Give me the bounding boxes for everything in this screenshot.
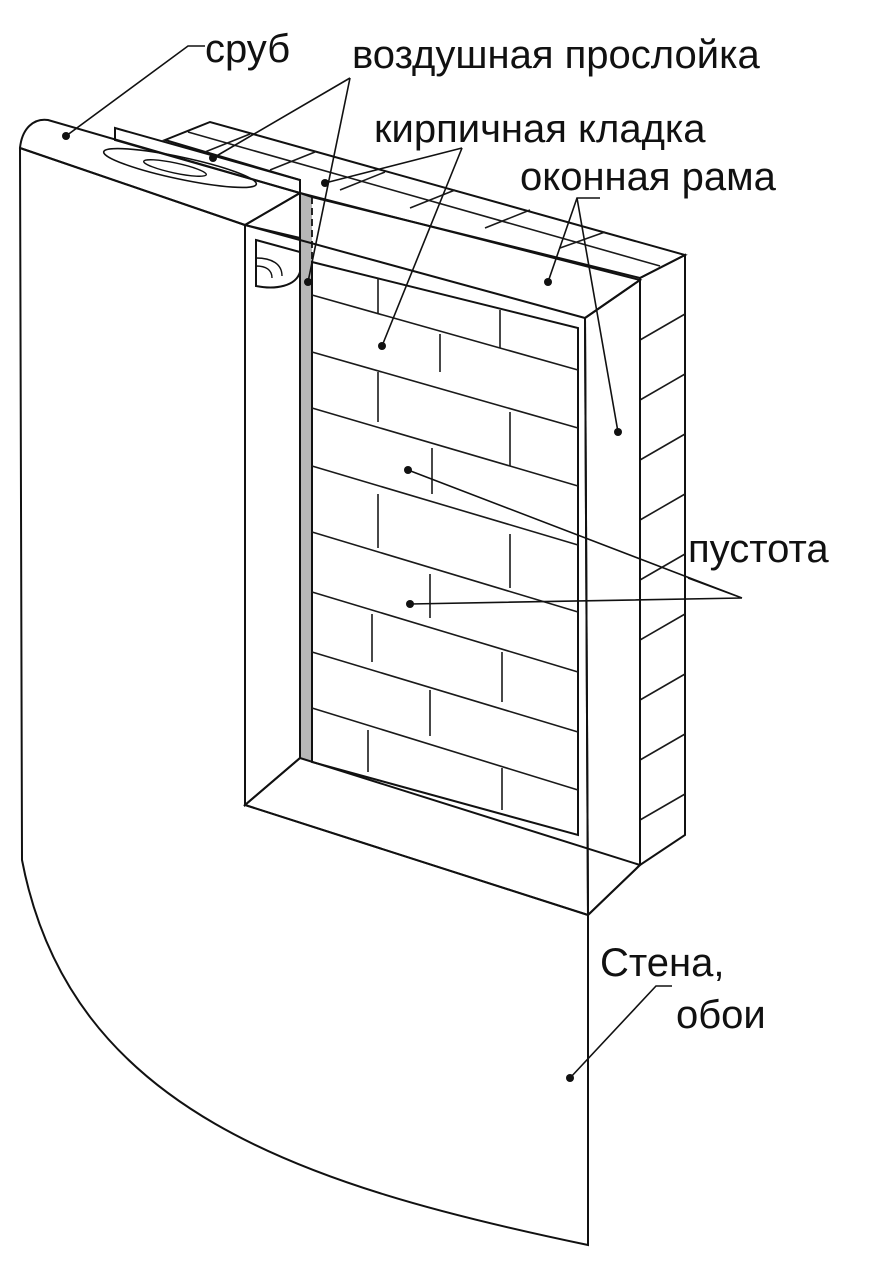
inner-brick-wall: [311, 260, 579, 837]
leader-brickwork-2: [381, 147, 463, 347]
leader-brickwork-1-dot: [321, 179, 329, 187]
leader-log-frame-dot: [62, 132, 70, 140]
leader-air-gap-1-dot: [209, 154, 217, 162]
leader-window-frame-dot-2: [614, 428, 622, 436]
leader-window-frame-dot-1: [544, 278, 552, 286]
leader-air-gap-2: [307, 77, 351, 283]
leader-window-frame: [547, 197, 619, 433]
brick-wall-side-mortar: [639, 313, 686, 821]
leader-brickwork-2-dot: [378, 342, 386, 350]
leader-air-gap-1: [212, 77, 351, 159]
label-window-frame: оконная рама: [520, 155, 777, 199]
log-frame-top: [18, 118, 301, 240]
log-ring-inner: [142, 159, 208, 177]
leader-wall-dot: [566, 1074, 574, 1082]
inner-brick-mortar: [311, 278, 579, 810]
log-end-rings: [255, 257, 283, 279]
leader-void-dot-2: [406, 600, 414, 608]
leader-brickwork-1: [324, 147, 463, 184]
brick-wall-top-mortar: [187, 131, 661, 267]
label-wall-line1: Стена,: [600, 941, 724, 985]
air-gap-vertical: [300, 193, 312, 762]
log-ring-outer: [102, 147, 258, 189]
label-air-gap: воздушная прослойка: [352, 33, 761, 77]
window-frame-right-jamb: [583, 278, 641, 918]
log-end-corner: [255, 238, 301, 289]
label-brickwork: кирпичная кладка: [374, 107, 706, 151]
leader-log-frame: [65, 45, 205, 137]
wall-wallpaper: [18, 146, 589, 1247]
label-void: пустота: [688, 527, 829, 571]
window-frame-sill: [242, 756, 642, 917]
leader-wall: [569, 985, 672, 1079]
window-frame-inner-edge: [584, 317, 589, 916]
label-log-frame: сруб: [205, 27, 290, 71]
leader-void: [407, 469, 743, 605]
leader-void-dot-1: [404, 466, 412, 474]
window-frame-left-jamb: [244, 191, 301, 808]
leader-air-gap-2-dot: [304, 278, 312, 286]
label-wall-line2: обои: [676, 993, 766, 1037]
brick-wall-side: [639, 253, 686, 867]
